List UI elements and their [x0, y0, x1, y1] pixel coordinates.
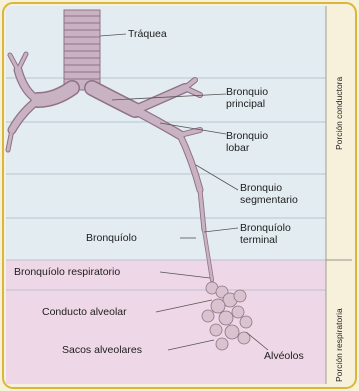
label-bronquio-segmentario-line1: Bronquio	[240, 182, 298, 194]
label-bronquio-principal: Bronquio principal	[226, 86, 268, 110]
zone-label-respiratoria: Porción respiratoria	[334, 308, 344, 382]
label-bronquiolo-terminal-line2: terminal	[240, 234, 291, 246]
respiratory-zone-band	[6, 260, 326, 384]
label-bronquiolo-terminal: Bronquíolo terminal	[240, 222, 291, 246]
zone-label-conductora: Porción conductora	[334, 77, 344, 150]
label-bronquiolo: Bronquíolo	[86, 232, 137, 244]
label-conducto-alveolar: Conducto alveolar	[42, 306, 127, 318]
label-alveolos: Alvéolos	[264, 350, 304, 362]
label-traquea: Tráquea	[128, 28, 167, 40]
label-bronquio-lobar: Bronquio lobar	[226, 130, 268, 154]
label-bronquiolo-respiratorio: Bronquíolo respiratorio	[14, 266, 120, 278]
label-bronquio-principal-line1: Bronquio	[226, 86, 268, 98]
trachea	[64, 10, 100, 90]
label-bronquiolo-terminal-line1: Bronquíolo	[240, 222, 291, 234]
label-bronquio-lobar-line1: Bronquio	[226, 130, 268, 142]
label-bronquio-principal-line2: principal	[226, 98, 268, 110]
label-bronquio-segmentario-line2: segmentario	[240, 194, 298, 206]
label-sacos-alveolares: Sacos alveolares	[62, 344, 142, 356]
label-bronquio-segmentario: Bronquio segmentario	[240, 182, 298, 206]
label-bronquio-lobar-line2: lobar	[226, 142, 268, 154]
